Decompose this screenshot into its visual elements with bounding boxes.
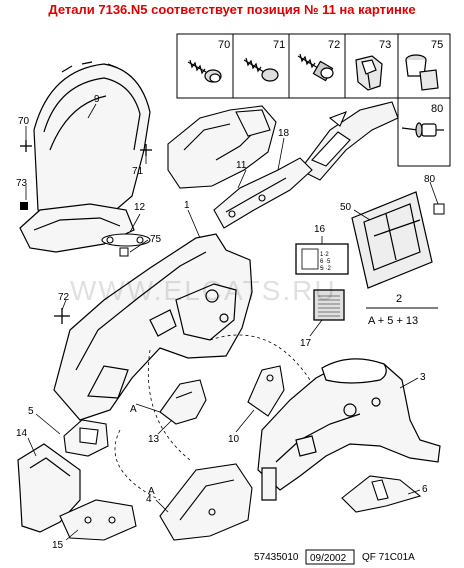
part-73-square: [20, 202, 28, 210]
callout-14: 14: [16, 428, 28, 439]
callout-71: 71: [132, 166, 144, 177]
callout-10: 10: [228, 434, 240, 445]
callout-3: 3: [420, 372, 426, 383]
callout-73: 73: [16, 178, 28, 189]
box-80: [397, 97, 451, 167]
callout-6: 6: [422, 484, 428, 495]
part-14-panel: [17, 443, 81, 533]
watermark: WWW.ELCATS.RU: [70, 275, 337, 306]
part-9-liner: [33, 61, 151, 223]
box-label-70: 70: [218, 39, 230, 51]
callout-1: 1: [184, 200, 190, 211]
box-label-80: 80: [431, 103, 443, 115]
formula-top: 2: [396, 293, 402, 305]
callout-70: 70: [18, 116, 30, 127]
footer-date: 09/2002: [310, 553, 347, 564]
part-11-panel: [167, 105, 277, 189]
rivet-80-icon: [401, 122, 444, 138]
part-12-clip: [101, 233, 151, 247]
callout-18: 18: [278, 128, 290, 139]
svg-text:1·2: 1·2: [320, 252, 329, 258]
marker-a-1: A: [130, 404, 137, 415]
screw-70-icon: [187, 59, 222, 83]
part-75-square: [119, 247, 129, 257]
callout-15: 15: [52, 540, 64, 551]
box-label-72: 72: [328, 39, 340, 51]
callout-12: 12: [134, 202, 146, 213]
footer-ref: QF 71C01A: [362, 552, 415, 563]
callout-72: 72: [58, 292, 70, 303]
parts-diagram: 70 71 72 73 75 80: [16, 33, 451, 565]
part-13-bracket: [159, 379, 207, 425]
callout-9: 9: [94, 94, 100, 105]
callout-16: 16: [314, 224, 326, 235]
part-16-label: 1·2 6 ·5 Ꭶ ·2: [295, 243, 349, 275]
callout-13: 13: [148, 434, 160, 445]
svg-text:6 ·5: 6 ·5: [320, 259, 331, 265]
box-label-73: 73: [379, 39, 391, 51]
box-label-75: 75: [431, 39, 443, 51]
screw-71-icon: [243, 57, 279, 82]
callout-75: 75: [150, 234, 162, 245]
svg-text:Ꭶ ·2: Ꭶ ·2: [320, 265, 331, 272]
part-3-assembly: [257, 358, 441, 501]
clip-73-icon: [355, 55, 383, 91]
callout-5: 5: [28, 406, 34, 417]
part-10-gusset: [247, 365, 285, 417]
callout-17: 17: [300, 338, 312, 349]
part-18-rail: [213, 157, 313, 229]
marker-a-2: A: [148, 486, 155, 497]
fastener-boxes: [176, 33, 451, 167]
part-upper-rail: [299, 101, 399, 181]
part-1-structure: [53, 233, 253, 421]
box-label-71: 71: [273, 39, 285, 51]
callout-4-visible: 4: [146, 494, 152, 505]
footer-date-box: [305, 549, 355, 565]
screw-72-icon: [297, 53, 334, 82]
formula-bottom: A + 5 + 13: [368, 315, 418, 327]
part-6-bracket: [341, 475, 422, 513]
clip-75-icon: [405, 54, 439, 91]
callout-11: 11: [236, 160, 247, 171]
part-50-plate: [351, 191, 433, 289]
part-4-rail: [159, 463, 253, 541]
callout-80: 80: [424, 174, 436, 185]
part-80-square: [433, 203, 445, 215]
footer-code: 57435010: [254, 552, 299, 563]
part-17-label: [313, 289, 345, 321]
part-15-piece: [59, 499, 137, 541]
part-5-bracket: [63, 419, 109, 457]
callout-50: 50: [340, 202, 352, 213]
header-title: Детали 7136.N5 соответствует позиция № 1…: [48, 2, 416, 17]
